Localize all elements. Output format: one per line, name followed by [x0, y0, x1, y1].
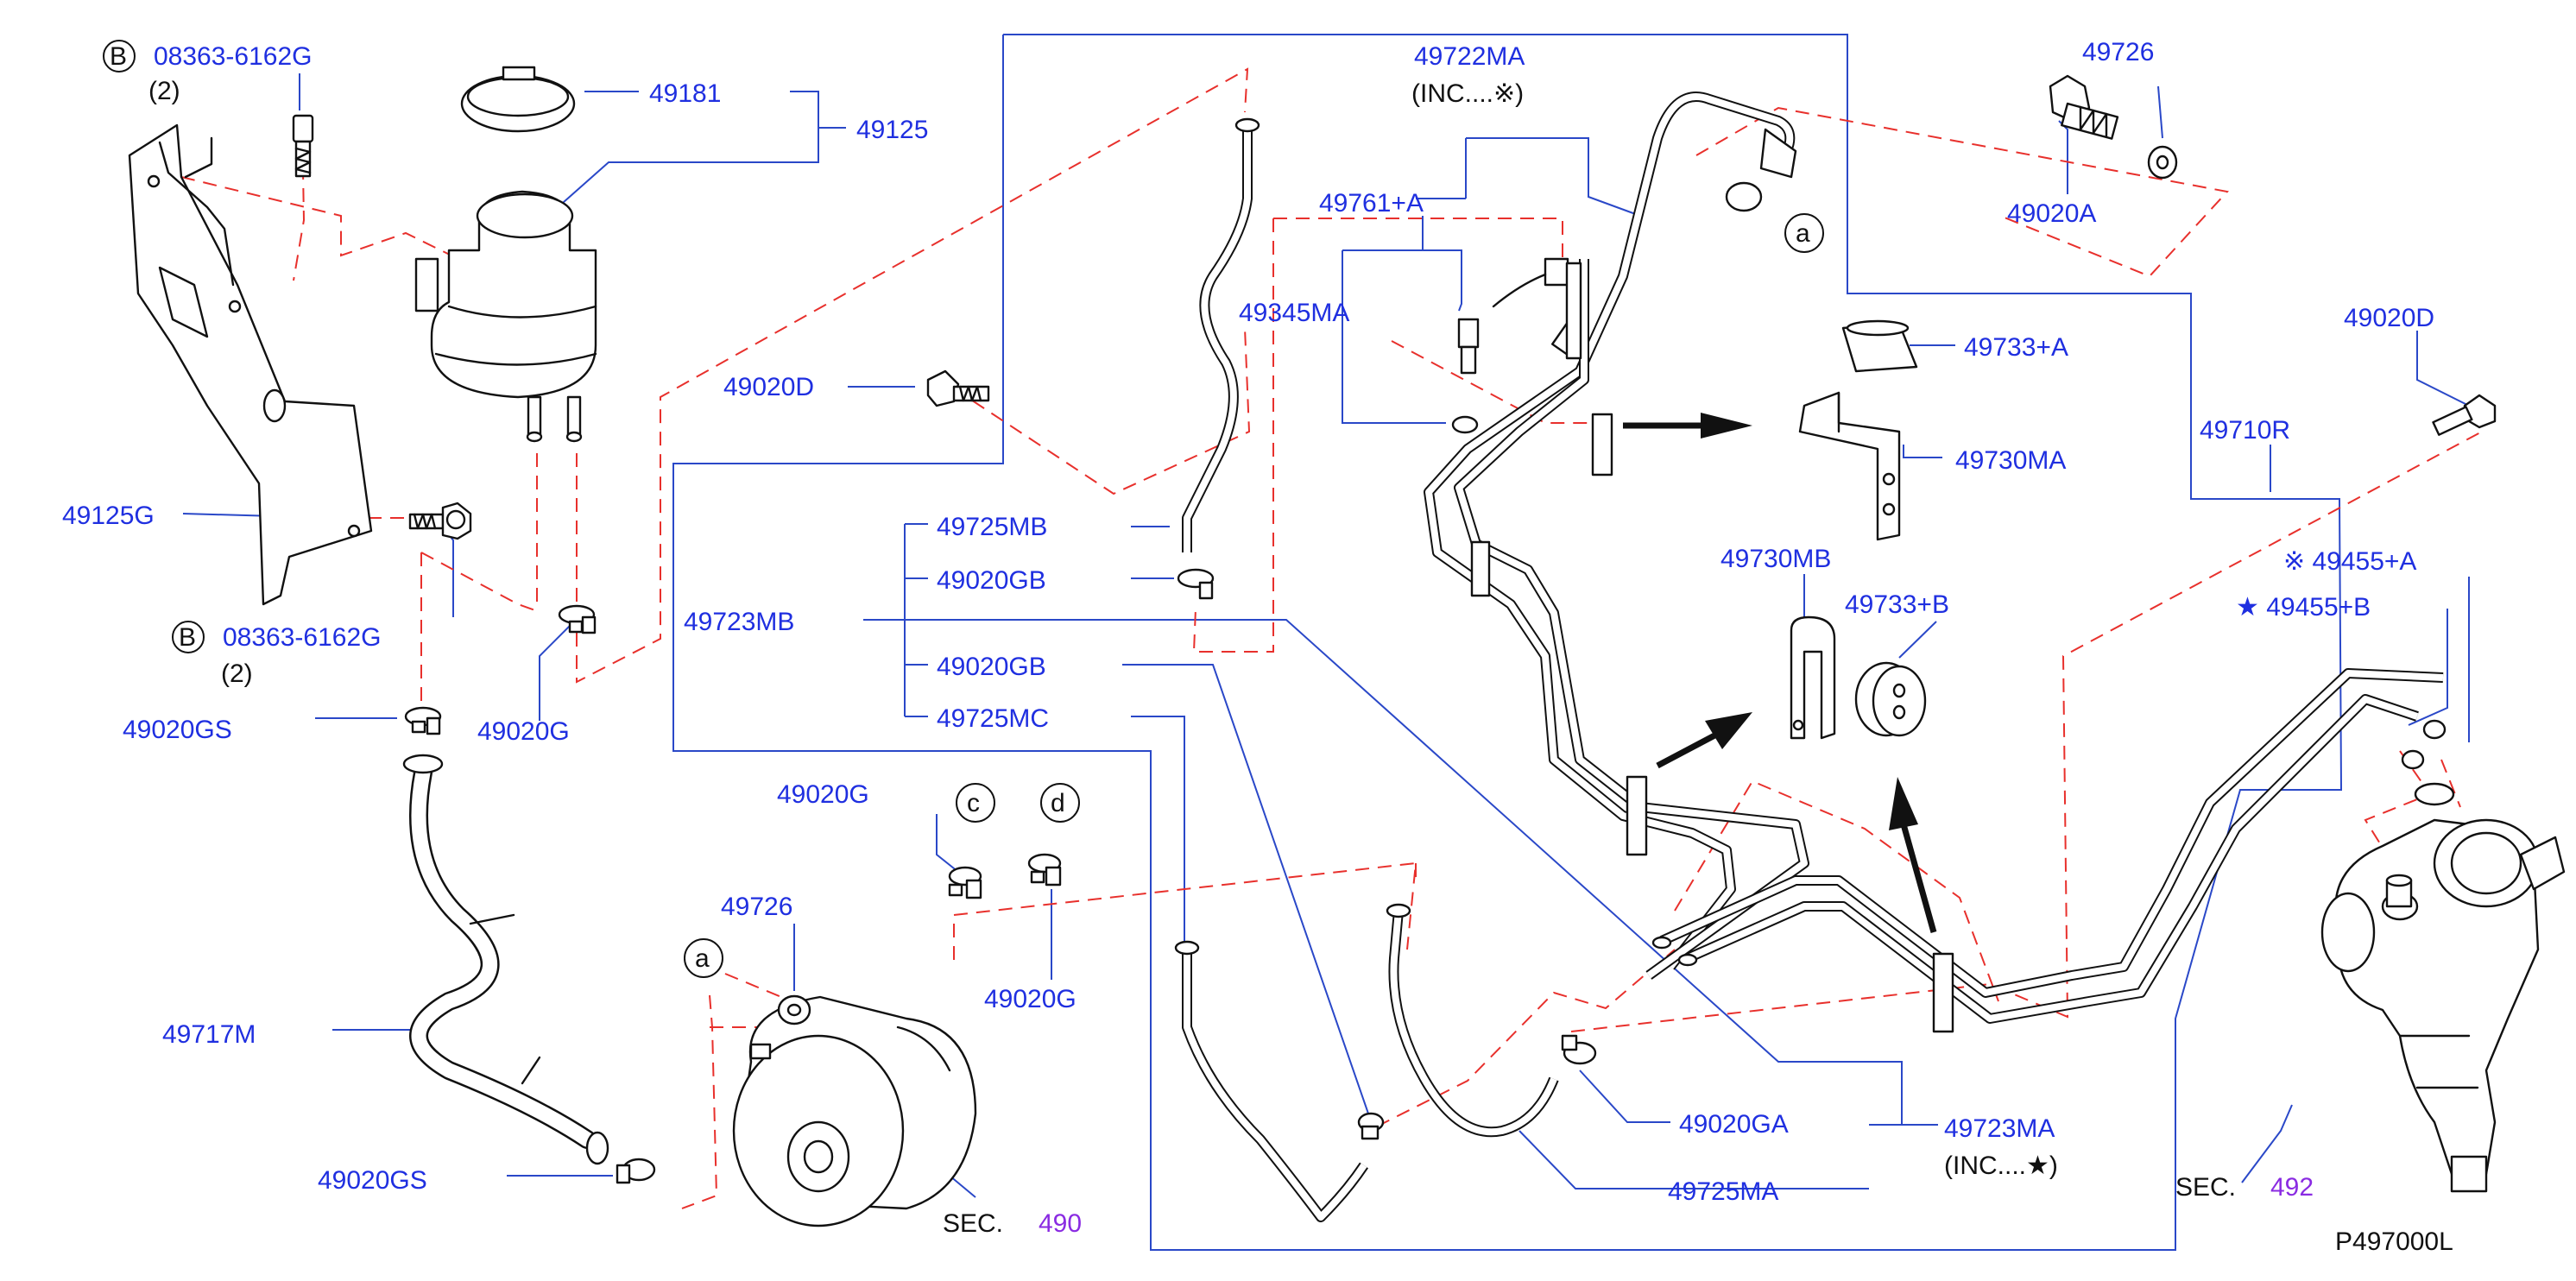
label-sec-pump: SEC.: [943, 1209, 1003, 1238]
bracket-ma: [1798, 391, 1901, 541]
label-clamp-g-res: 49020G: [477, 717, 570, 746]
label-clamp-gs-lower: 49020GS: [318, 1166, 427, 1195]
label-sensor-plus-a: 49761+A: [1319, 189, 1424, 218]
reservoir: [414, 190, 597, 443]
label-clamp-ga: 49020GA: [1679, 1110, 1789, 1139]
label-bolt-eye: 49726: [2082, 38, 2154, 66]
label-hose-suction: 49717M: [162, 1020, 256, 1049]
label-bracket-ma: 49730MA: [1955, 446, 2066, 475]
parts: [103, 40, 2566, 1227]
clamp-gb-2: [1357, 1112, 1385, 1140]
steering-gear: [2320, 782, 2566, 1193]
tube-clip-1: [1470, 540, 1491, 597]
clamp-g-d: [1027, 853, 1062, 887]
tube-clip-4: [1591, 413, 1613, 476]
label-clamp-gb-2: 49020GB: [937, 653, 1046, 681]
label-clamp-d-mid: 49020D: [723, 373, 814, 401]
hose-mb: [1182, 117, 1260, 552]
label-bolt-20a: 49020A: [2007, 199, 2096, 228]
label-clamp-g-c: 49020G: [777, 780, 869, 809]
callout-d: d: [1051, 789, 1065, 817]
label-cap: 49181: [649, 79, 721, 108]
label-tube-ma-top-inc: (INC....※): [1411, 79, 1524, 108]
direction-arrows: [1623, 413, 1937, 933]
label-sec-pump-num: 490: [1039, 1209, 1082, 1238]
callout-c: c: [967, 789, 980, 817]
label-oring-a: ※ 49455+A: [2283, 547, 2416, 576]
bolt-top: [292, 114, 314, 178]
reservoir-cap: [460, 66, 576, 133]
callout-b-top: B: [110, 42, 127, 71]
label-bolt-b-top: 08363-6162G: [154, 42, 313, 71]
tube-clip-2: [1626, 775, 1648, 856]
label-tube-r: 49710R: [2200, 416, 2290, 445]
label-hose-mb: 49725MB: [937, 513, 1047, 541]
hose-ma: [1386, 903, 1559, 1138]
return-tube: [1454, 259, 2444, 1024]
clamp-gs-upper: [404, 706, 442, 735]
label-tube-ma-top: 49722MA: [1414, 42, 1525, 71]
label-sec-gear-num: 492: [2270, 1173, 2314, 1202]
label-clamp-gb-1: 49020GB: [937, 566, 1046, 595]
clamp-reservoir: [558, 604, 597, 634]
label-bracket-mb: 49730MB: [1720, 545, 1831, 573]
pressure-tube-upper: [1424, 92, 1797, 970]
washer-top: [2147, 145, 2178, 180]
label-bolt-b-bottom: 08363-6162G: [223, 623, 382, 652]
callout-b-bottom: B: [179, 623, 196, 652]
label-tube-mb: 49723MB: [684, 608, 794, 636]
eye-bolt: [2049, 74, 2119, 140]
label-oring-b: ★ 49455+B: [2236, 593, 2371, 622]
label-clamp-d-right: 49020D: [2344, 304, 2434, 332]
callout-a-bottom: a: [695, 944, 710, 973]
clamp-ga: [1561, 1034, 1597, 1065]
label-tube-ma-bottom: 49723MA: [1944, 1114, 2055, 1143]
hose-mc: [1174, 940, 1368, 1222]
tube-clip-3: [1932, 952, 1954, 1033]
leader-lines: [182, 34, 2470, 1251]
insulator-a: [1841, 319, 1918, 373]
label-insul-a: 49733+A: [1964, 333, 2068, 362]
label-hose-mc: 49725MC: [937, 704, 1049, 733]
insulator-b: [1854, 661, 1927, 737]
suction-hose: [402, 754, 609, 1165]
callout-a-top: a: [1796, 219, 1810, 248]
label-bracket: 49125G: [62, 502, 155, 530]
callout-circles: [103, 40, 1824, 978]
label-insul-b: 49733+B: [1845, 590, 1949, 619]
bracket-mb: [1790, 615, 1836, 740]
part-labels: B 08363-6162G (2) 49181 49125 49125G B 0…: [62, 38, 2453, 1256]
o-rings: [2401, 719, 2447, 770]
clamp-gs-lower: [616, 1158, 656, 1184]
label-reservoir: 49125: [856, 116, 928, 144]
label-clamp-g-d: 49020G: [984, 985, 1076, 1013]
label-hose-ma: 49725MA: [1668, 1177, 1778, 1206]
power-steering-pump: [732, 995, 977, 1227]
reservoir-bracket: [128, 123, 373, 606]
label-clamp-gs-upper: 49020GS: [123, 716, 232, 744]
bolt-mid: [926, 369, 990, 407]
label-tube-ma-bottom-inc: (INC....★): [1944, 1152, 2058, 1180]
diagram-code: P497000L: [2335, 1227, 2453, 1256]
label-bolt-b-top-qty: (2): [148, 77, 180, 105]
clamp-gb-1: [1177, 568, 1215, 600]
assembly-lines: [180, 67, 2483, 1209]
pressure-sensor: [1451, 257, 1582, 434]
clamp-g-c: [948, 866, 982, 899]
bolt-bottom: [408, 502, 472, 540]
bolt-right: [2432, 394, 2497, 436]
label-sensor-ma: 49345MA: [1239, 299, 1349, 327]
washer: [777, 994, 811, 1025]
label-sec-gear: SEC.: [2175, 1173, 2236, 1202]
label-bolt-b-bottom-qty: (2): [221, 659, 253, 688]
label-washer: 49726: [721, 893, 792, 921]
